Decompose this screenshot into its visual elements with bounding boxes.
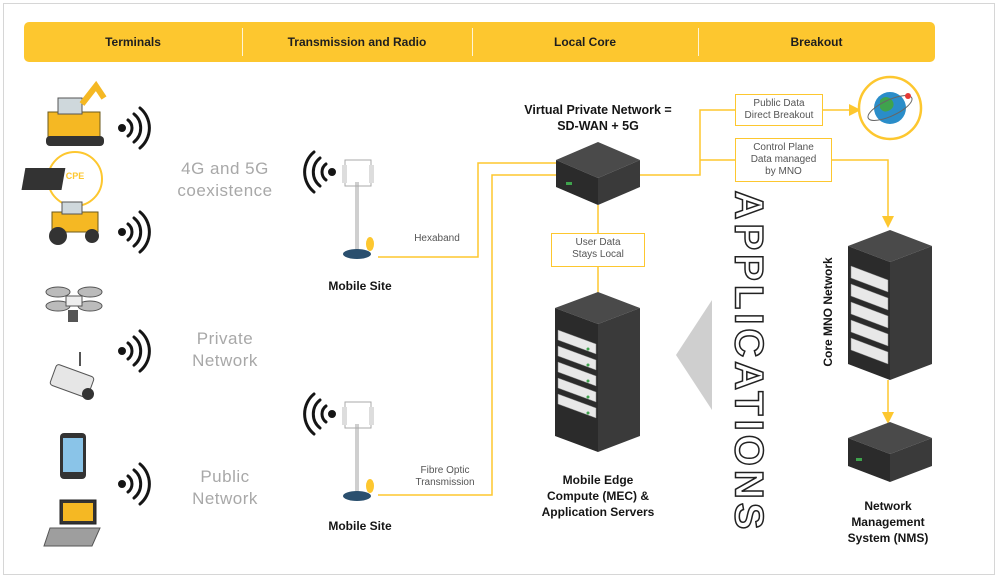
vpn-title: Virtual Private Network = SD-WAN + 5G: [498, 102, 698, 134]
vpn-router-icon: [556, 142, 640, 205]
public-network-line: Public: [200, 467, 250, 486]
globe-icon: [857, 75, 923, 141]
control-plane-line: Control Plane: [753, 142, 814, 153]
wifi-icon: [118, 210, 151, 254]
mobile-site-top-label: Mobile Site: [328, 279, 392, 293]
connector-lines: [378, 104, 894, 496]
public-network-label: Public Network: [160, 466, 290, 510]
public-network-line: Network: [192, 489, 258, 508]
mec-server-rack-icon: [555, 292, 640, 452]
wifi-icon: [118, 462, 151, 506]
header-divider: [698, 28, 699, 56]
core-network-label: Core MNO Network: [821, 257, 835, 367]
terminal-wifi-icons: [118, 106, 151, 506]
wifi-icon: [118, 106, 151, 150]
control-plane-line: Data managed: [750, 154, 817, 165]
diagram-frame: [3, 3, 995, 575]
coexistence-line: coexistence: [177, 181, 273, 200]
control-plane-line: by MNO: [765, 166, 802, 177]
cpe-label: CPE: [65, 171, 85, 181]
mec-label-line: Compute (MEC) &: [547, 489, 649, 503]
tractor-icon: [49, 201, 99, 245]
private-network-line: Private: [196, 329, 254, 348]
control-plane-box: Control Plane Data managed by MNO: [735, 138, 832, 182]
mobile-site-tower-icon: [342, 159, 374, 259]
nms-label-line: Management: [851, 515, 925, 529]
user-data-line: Stays Local: [572, 249, 624, 260]
applications-label: APPLICATIONS: [726, 190, 772, 534]
laptop-icon: [43, 499, 101, 547]
applications-arrow: [676, 300, 712, 410]
header-transmission: Transmission and Radio: [287, 35, 427, 49]
wifi-icon: [118, 329, 151, 373]
header-bar: Terminals Transmission and Radio Local C…: [24, 22, 935, 62]
mec-label-line: Mobile Edge: [562, 473, 634, 487]
nms-label-line: System (NMS): [847, 531, 929, 545]
mec-label-line: Application Servers: [541, 505, 655, 519]
vpn-title-line: SD-WAN + 5G: [557, 119, 639, 133]
nms-label: Network Management System (NMS): [828, 498, 948, 546]
header-local-core: Local Core: [553, 35, 616, 49]
camera-icon: [49, 352, 95, 400]
coexistence-label: 4G and 5G coexistence: [160, 158, 290, 202]
vpn-title-line: Virtual Private Network =: [524, 103, 672, 117]
private-network-label: Private Network: [160, 328, 290, 372]
fibre-label: Fibre Optic Transmission: [405, 465, 485, 489]
excavator-icon: [46, 80, 107, 146]
fibre-line: Fibre Optic: [420, 465, 470, 476]
user-data-box: User Data Stays Local: [551, 233, 645, 267]
core-network-rack-icon: [848, 230, 932, 380]
public-data-box: Public Data Direct Breakout: [735, 94, 823, 126]
wifi-icon: [303, 150, 336, 194]
public-data-line: Public Data: [753, 98, 805, 109]
header-divider: [242, 28, 243, 56]
wifi-icon: [303, 392, 336, 436]
hexaband-label: Hexaband: [414, 233, 460, 244]
header-divider: [472, 28, 473, 56]
coexistence-line: 4G and 5G: [181, 159, 269, 178]
header-breakout: Breakout: [790, 35, 843, 49]
private-network-line: Network: [192, 351, 258, 370]
user-data-line: User Data: [575, 237, 621, 248]
fibre-line: Transmission: [415, 477, 475, 488]
nms-label-line: Network: [864, 499, 912, 513]
drone-icon: [45, 286, 103, 322]
public-data-line: Direct Breakout: [744, 110, 814, 121]
tower-wifi-icons: [303, 150, 336, 436]
phone-icon: [60, 433, 86, 479]
nms-server-icon: [848, 422, 932, 482]
mobile-site-bottom-label: Mobile Site: [328, 519, 392, 533]
mobile-site-tower-icon: [342, 401, 374, 501]
header-terminals: Terminals: [105, 35, 161, 49]
mec-label: Mobile Edge Compute (MEC) & Application …: [508, 472, 688, 520]
